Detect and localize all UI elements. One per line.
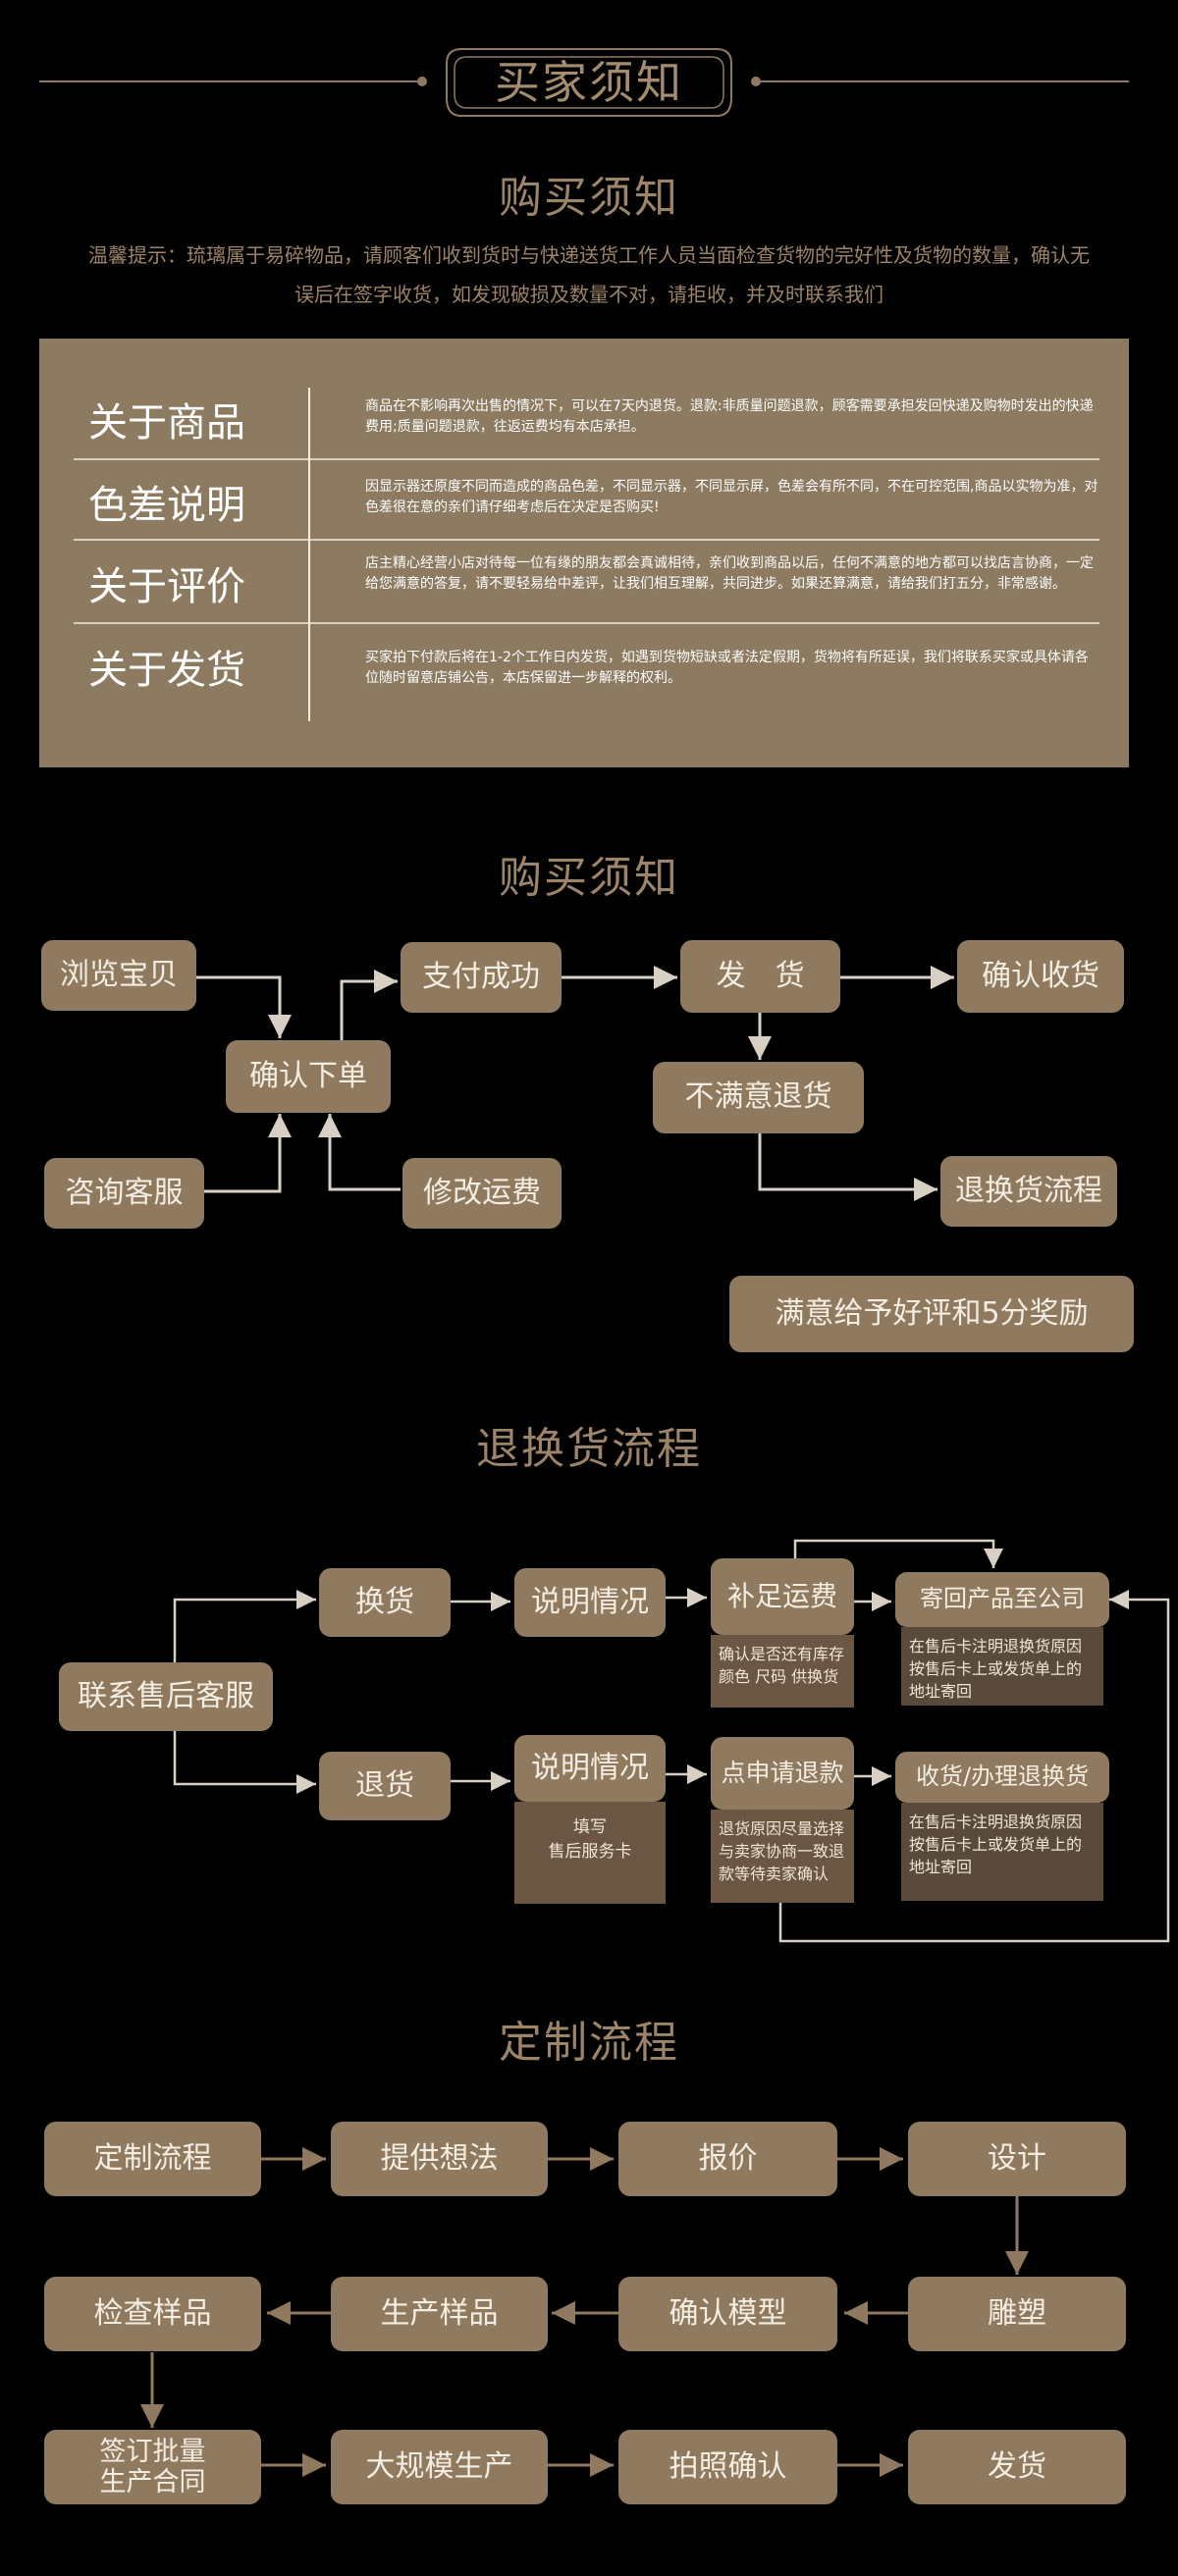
custom-step-mass-production: 大规模生产 (331, 2430, 548, 2504)
custom-step-custom-process: 定制流程 (44, 2122, 261, 2196)
return-flow-connectors (173, 1539, 1170, 1943)
return-contact-service-box: 联系售后客服 (59, 1662, 273, 1731)
notice-section-title: 购买须知 (499, 173, 679, 223)
about-row-label-product: 关于商品 (88, 400, 245, 446)
custom-section-title: 定制流程 (499, 2018, 679, 2068)
return-fill-card-note: 填写 售后服务卡 (514, 1802, 666, 1904)
flow-ship-box: 发 货 (680, 940, 840, 1013)
return-refund-box: 退货 (319, 1752, 451, 1820)
return-send-back-box: 寄回产品至公司 (895, 1572, 1109, 1627)
purchase-section-title: 购买须知 (499, 853, 679, 903)
return-receive-process-box: 收货/办理退换货 (895, 1752, 1109, 1803)
notice-text-line2: 误后在签字收货，如发现破损及数量不对，请拒收，并及时联系我们 (294, 283, 884, 306)
custom-step-sculpt: 雕塑 (908, 2277, 1126, 2351)
about-row-text-product: 商品在不影响再次出售的情况下，可以在7天内退货。退款:非质量问题退款，顾客需要承… (365, 398, 1094, 435)
about-row-text-review: 店主精心经营小店对待每一位有缘的朋友都会真诚相待，亲们收到商品以后，任何不满意的… (365, 555, 1094, 592)
return-explain2-box: 说明情况 (514, 1735, 666, 1802)
return-apply-refund-note: 退货原因尽量选择与卖家协商一致退款等待卖家确认 (711, 1810, 854, 1903)
return-receive-process-note: 在售后卡注明退换货原因按售后卡上或发货单上的地址寄回 (901, 1803, 1103, 1901)
return-explain1-box: 说明情况 (514, 1568, 666, 1637)
custom-step-confirm-model: 确认模型 (618, 2277, 837, 2351)
return-apply-refund-box: 点申请退款 (711, 1737, 854, 1810)
flow-modify-freight-box: 修改运费 (402, 1158, 562, 1229)
flow-pay-success-box: 支付成功 (401, 942, 562, 1013)
return-pay-freight-box: 补足运费 (711, 1558, 854, 1635)
return-exchange-box: 换货 (319, 1568, 451, 1637)
about-row-text-shipping: 买家拍下付款后将在1-2个工作日内发货，如遇到货物短缺或者法定假期，货物将有所延… (365, 650, 1089, 686)
custom-step-inspect-sample: 检查样品 (44, 2277, 261, 2351)
notice-text-line1: 温馨提示：琉璃属于易碎物品，请顾客们收到货时与快递送货工作人员当面检查货物的完好… (88, 243, 1090, 267)
about-panel-dividers (74, 388, 1099, 721)
custom-step-ship: 发货 (908, 2430, 1126, 2504)
custom-step-sign-contract: 签订批量 生产合同 (44, 2430, 261, 2504)
flow-unsatisfied-return-box: 不满意退货 (653, 1062, 864, 1133)
flow-confirm-receipt-box: 确认收货 (957, 940, 1124, 1013)
custom-step-provide-idea: 提供想法 (331, 2122, 548, 2196)
flow-return-process-box: 退换货流程 (940, 1156, 1117, 1227)
flow-consult-box: 咨询客服 (44, 1158, 204, 1229)
about-row-label-color: 色差说明 (88, 483, 245, 528)
custom-step-photo-confirm: 拍照确认 (618, 2430, 837, 2504)
about-row-label-review: 关于评价 (88, 564, 245, 609)
flow-satisfied-review-box: 满意给予好评和5分奖励 (729, 1276, 1134, 1352)
about-panel (39, 339, 1129, 767)
return-section-title: 退换货流程 (476, 1424, 702, 1474)
return-send-back-note: 在售后卡注明退换货原因按售后卡上或发货单上的地址寄回 (901, 1627, 1103, 1706)
header-title: 买家须知 (495, 56, 683, 109)
return-pay-freight-note: 确认是否还有库存颜色 尺码 供换货 (711, 1635, 854, 1708)
custom-step-quote: 报价 (618, 2122, 837, 2196)
flow-confirm-order-box: 确认下单 (226, 1040, 391, 1113)
flow-browse-box: 浏览宝贝 (41, 940, 196, 1011)
custom-step-design: 设计 (908, 2122, 1126, 2196)
custom-step-produce-sample: 生产样品 (331, 2277, 548, 2351)
about-row-text-color: 因显示器还原度不同而造成的商品色差，不同显示器，不同显示屏，色差会有所不同，不在… (365, 479, 1098, 515)
purchase-flow-connectors (196, 966, 954, 1201)
header-ornament (39, 48, 1129, 117)
about-row-label-shipping: 关于发货 (88, 648, 245, 693)
